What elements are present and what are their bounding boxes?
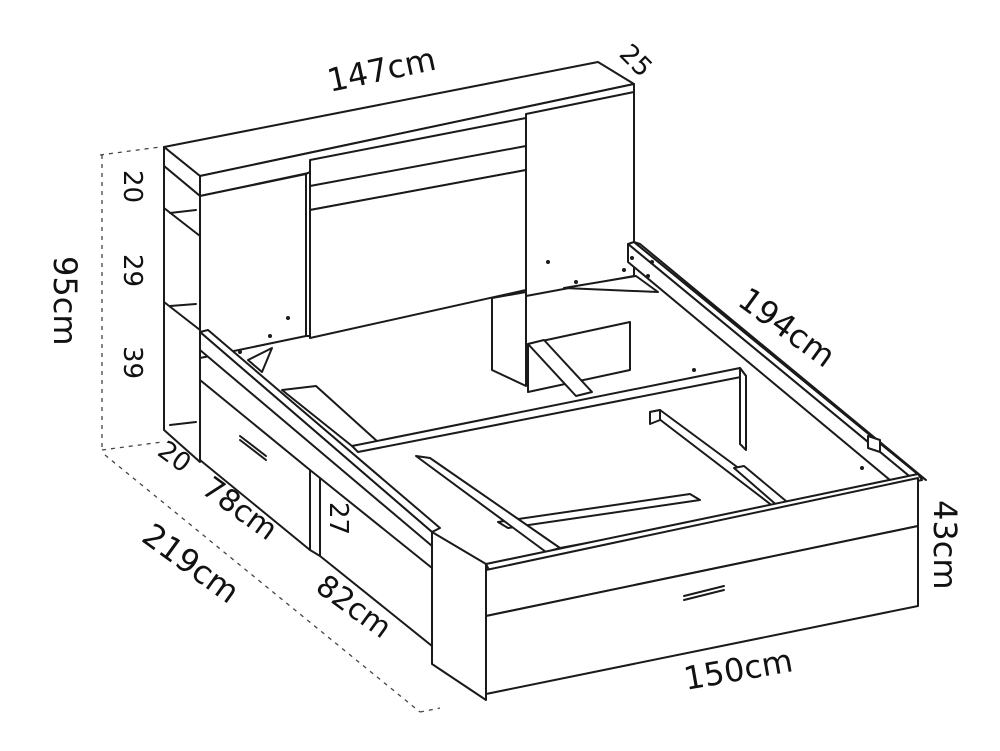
left-drawer-handle: [239, 435, 267, 461]
corner-brackets: [247, 275, 659, 373]
left-cabinet-tower: [199, 171, 311, 359]
footboard: [431, 473, 923, 701]
right-cabinet-tower: [491, 91, 635, 387]
dimension-guides: [99, 146, 441, 713]
dim-shelf-1: 20: [117, 170, 147, 203]
dim-shelf-2: 29: [117, 254, 147, 287]
dim-length-total: 219cm: [135, 516, 246, 611]
dim-open-niche-height: 27: [323, 502, 353, 535]
central-headboard-panel: [309, 117, 527, 339]
left-shelf-unit: [163, 165, 201, 463]
dim-width-total: 147cm: [324, 40, 439, 100]
foot-drawer-handle: [683, 585, 725, 601]
dim-bed-height: 43cm: [926, 500, 964, 589]
dim-height-total: 95cm: [46, 256, 84, 345]
right-side-rail: [627, 241, 927, 501]
dim-shelf-3: 39: [117, 346, 147, 379]
left-side-rail: [199, 329, 441, 647]
screw-holes: [238, 256, 864, 470]
